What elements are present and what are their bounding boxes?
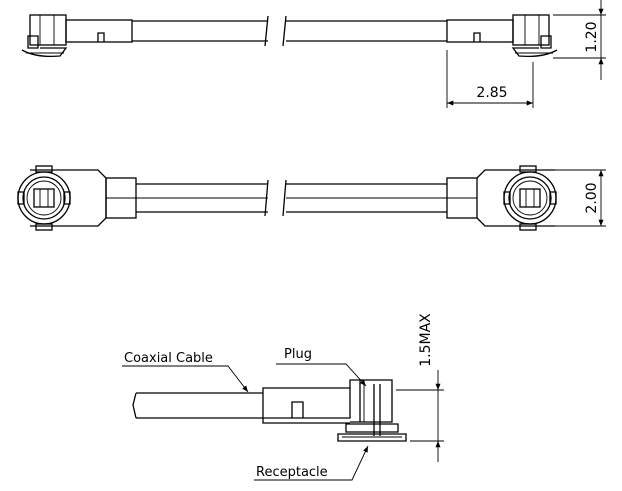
plug-body: [262, 379, 393, 436]
top-cable-left: [132, 15, 269, 47]
label-receptacle: Receptacle: [256, 465, 328, 480]
dim-mated-height: 1.5MAX: [396, 313, 444, 462]
dim-height-top: 1.20: [553, 0, 606, 80]
dim-label-height-top: 1.20: [584, 21, 600, 52]
dim-label-mated-height: 1.5MAX: [418, 313, 434, 367]
callout-plug: Plug: [276, 347, 367, 387]
top-cable-right: [282, 15, 447, 47]
label-coaxial-cable: Coaxial Cable: [124, 351, 213, 366]
dim-label-width-front: 2.00: [584, 182, 600, 213]
top-view: 1.20 2.85: [21, 0, 606, 108]
middle-view: 2.00: [17, 165, 606, 231]
mid-cable-right: [282, 179, 447, 217]
top-right-plug: [446, 14, 558, 58]
mid-right-plug: [446, 165, 557, 231]
top-left-plug: [21, 14, 133, 58]
mid-cable-left: [136, 179, 269, 217]
dim-width-offset: 2.85: [446, 50, 534, 108]
receptacle-body: [337, 423, 407, 442]
mid-left-plug: [17, 165, 137, 231]
label-plug: Plug: [284, 347, 312, 362]
dim-label-width-offset: 2.85: [476, 85, 507, 101]
coaxial-cable: [132, 392, 263, 419]
bottom-view: 1.5MAX Coaxial Cable Plug Receptacle: [122, 313, 444, 481]
callout-receptacle: Receptacle: [254, 445, 369, 481]
callout-coaxial-cable: Coaxial Cable: [122, 351, 249, 393]
dim-width-front: 2.00: [540, 169, 606, 227]
